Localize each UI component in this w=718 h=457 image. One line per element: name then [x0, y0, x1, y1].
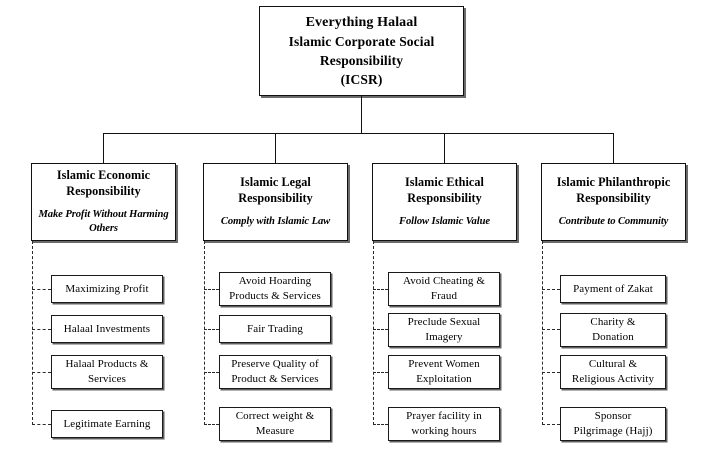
- leaf-node: Prevent Women Exploitation: [388, 355, 500, 389]
- leaf-label-line-2: Pilgrimage (Hajj): [573, 425, 653, 437]
- branch-title-line-1: Islamic Ethical: [405, 175, 484, 189]
- branch-node-islamic-ethical: Islamic Ethical Responsibility Follow Is…: [372, 163, 517, 241]
- leaf-label-line-1: Payment of Zakat: [573, 282, 653, 295]
- root-title-line-4: (ICSR): [340, 72, 383, 87]
- leaf-node: Correct weight & Measure: [219, 407, 331, 441]
- branch-title-line-1: Islamic Philanthropic: [556, 175, 671, 189]
- leaf-label-line-1: Legitimate Earning: [63, 417, 151, 430]
- leaf-label-line-1: Avoid Hoarding: [238, 275, 312, 287]
- connector-stub-branch-0-leaf-3: [32, 424, 51, 425]
- leaf-label-line-1: Preclude Sexual: [407, 316, 481, 328]
- leaf-label-line-2: Religious Activity: [571, 373, 655, 385]
- leaf-label-line-2: Donation: [592, 331, 634, 343]
- connector-stub-branch-0-leaf-0: [32, 289, 51, 290]
- root-title-line-2: Islamic Corporate Social: [288, 34, 435, 49]
- connector-stub-branch-3-leaf-2: [542, 372, 560, 373]
- leaf-label-line-2: Imagery: [425, 331, 463, 343]
- connector-stub-branch-2-leaf-2: [373, 372, 388, 373]
- branch-node-islamic-economic: Islamic Economic Responsibility Make Pro…: [31, 163, 176, 241]
- leaf-label-line-2: Measure: [255, 425, 295, 437]
- leaf-label-line-1: Halaal Investments: [63, 322, 151, 335]
- branch-node-islamic-philanthropic: Islamic Philanthropic Responsibility Con…: [541, 163, 686, 241]
- leaf-node: Cultural & Religious Activity: [560, 355, 666, 389]
- leaf-label-line-1: Prayer facility in: [406, 410, 482, 422]
- leaf-label-line-1: Maximizing Profit: [65, 282, 149, 295]
- connector-drop-branch-0: [103, 133, 104, 163]
- connector-drop-branch-3: [613, 133, 614, 163]
- branch-node-islamic-legal: Islamic Legal Responsibility Comply with…: [203, 163, 348, 241]
- leaf-node: Legitimate Earning: [51, 410, 163, 438]
- leaf-label-line-2: Fraud: [430, 290, 458, 302]
- branch-title-line-2: Responsibility: [407, 191, 482, 205]
- root-title-line-1: Everything Halaal: [305, 15, 418, 30]
- leaf-label-line-1: Preserve Quality of: [231, 358, 319, 370]
- leaf-label-line-1: Correct weight &: [235, 410, 315, 422]
- root-node-icsr: Everything Halaal Islamic Corporate Soci…: [259, 6, 464, 96]
- connector-stub-branch-0-leaf-2: [32, 372, 51, 373]
- leaf-node: Fair Trading: [219, 315, 331, 343]
- connector-drop-branch-1: [275, 133, 276, 163]
- leaf-node: Preclude Sexual Imagery: [388, 313, 500, 347]
- leaf-label-line-2: Services: [87, 373, 127, 385]
- connector-stub-branch-0-leaf-1: [32, 329, 51, 330]
- connector-stub-branch-2-leaf-1: [373, 329, 388, 330]
- leaf-node: Charity & Donation: [560, 313, 666, 347]
- leaf-node: Halaal Products & Services: [51, 355, 163, 389]
- leaf-label-line-2: Products & Services: [229, 290, 321, 302]
- connector-root-stem: [361, 96, 362, 133]
- branch-subtitle-line-1: Follow Islamic Value: [398, 216, 490, 227]
- connector-stub-branch-1-leaf-3: [204, 424, 219, 425]
- leaf-node: Prayer facility in working hours: [388, 407, 500, 441]
- connector-stub-branch-2-leaf-3: [373, 424, 388, 425]
- branch-subtitle-line-2: Others: [89, 223, 118, 234]
- connector-spine-branch-2: [373, 241, 374, 425]
- leaf-label-line-1: Halaal Products &: [65, 358, 149, 370]
- leaf-label-line-2: working hours: [411, 425, 477, 437]
- connector-stub-branch-1-leaf-0: [204, 289, 219, 290]
- connector-stub-branch-3-leaf-0: [542, 289, 560, 290]
- leaf-label-line-1: Fair Trading: [247, 322, 303, 335]
- root-title-line-3: Responsibility: [319, 53, 404, 68]
- connector-drop-branch-2: [444, 133, 445, 163]
- connector-stub-branch-1-leaf-1: [204, 329, 219, 330]
- branch-title-line-1: Islamic Economic: [56, 168, 151, 182]
- leaf-label-line-1: Avoid Cheating &: [402, 275, 486, 287]
- branch-subtitle-line-1: Comply with Islamic Law: [220, 216, 331, 227]
- leaf-node: Halaal Investments: [51, 315, 163, 343]
- connector-stub-branch-2-leaf-0: [373, 289, 388, 290]
- leaf-node: Payment of Zakat: [560, 275, 666, 303]
- connector-horizontal-bus: [103, 133, 614, 134]
- branch-subtitle-line-1: Contribute to Community: [558, 216, 669, 227]
- leaf-node: Preserve Quality of Product & Services: [219, 355, 331, 389]
- branch-subtitle-line-1: Make Profit Without Harming: [38, 209, 169, 220]
- leaf-node: Avoid Hoarding Products & Services: [219, 272, 331, 306]
- connector-spine-branch-0: [32, 241, 33, 425]
- leaf-node: Avoid Cheating & Fraud: [388, 272, 500, 306]
- leaf-label-line-2: Product & Services: [231, 373, 319, 385]
- connector-stub-branch-3-leaf-1: [542, 329, 560, 330]
- branch-title-line-1: Islamic Legal: [240, 175, 311, 189]
- branch-title-line-2: Responsibility: [66, 184, 141, 198]
- leaf-label-line-2: Exploitation: [416, 373, 472, 385]
- branch-title-line-2: Responsibility: [576, 191, 651, 205]
- leaf-label-line-1: Prevent Women: [408, 358, 480, 370]
- connector-spine-branch-3: [542, 241, 543, 425]
- leaf-label-line-1: Charity &: [590, 316, 636, 328]
- branch-title-line-2: Responsibility: [238, 191, 313, 205]
- connector-stub-branch-1-leaf-2: [204, 372, 219, 373]
- leaf-label-line-1: Cultural &: [588, 358, 638, 370]
- leaf-label-line-1: Sponsor: [594, 410, 632, 422]
- connector-spine-branch-1: [204, 241, 205, 425]
- leaf-node: Maximizing Profit: [51, 275, 163, 303]
- leaf-node: Sponsor Pilgrimage (Hajj): [560, 407, 666, 441]
- connector-stub-branch-3-leaf-3: [542, 424, 560, 425]
